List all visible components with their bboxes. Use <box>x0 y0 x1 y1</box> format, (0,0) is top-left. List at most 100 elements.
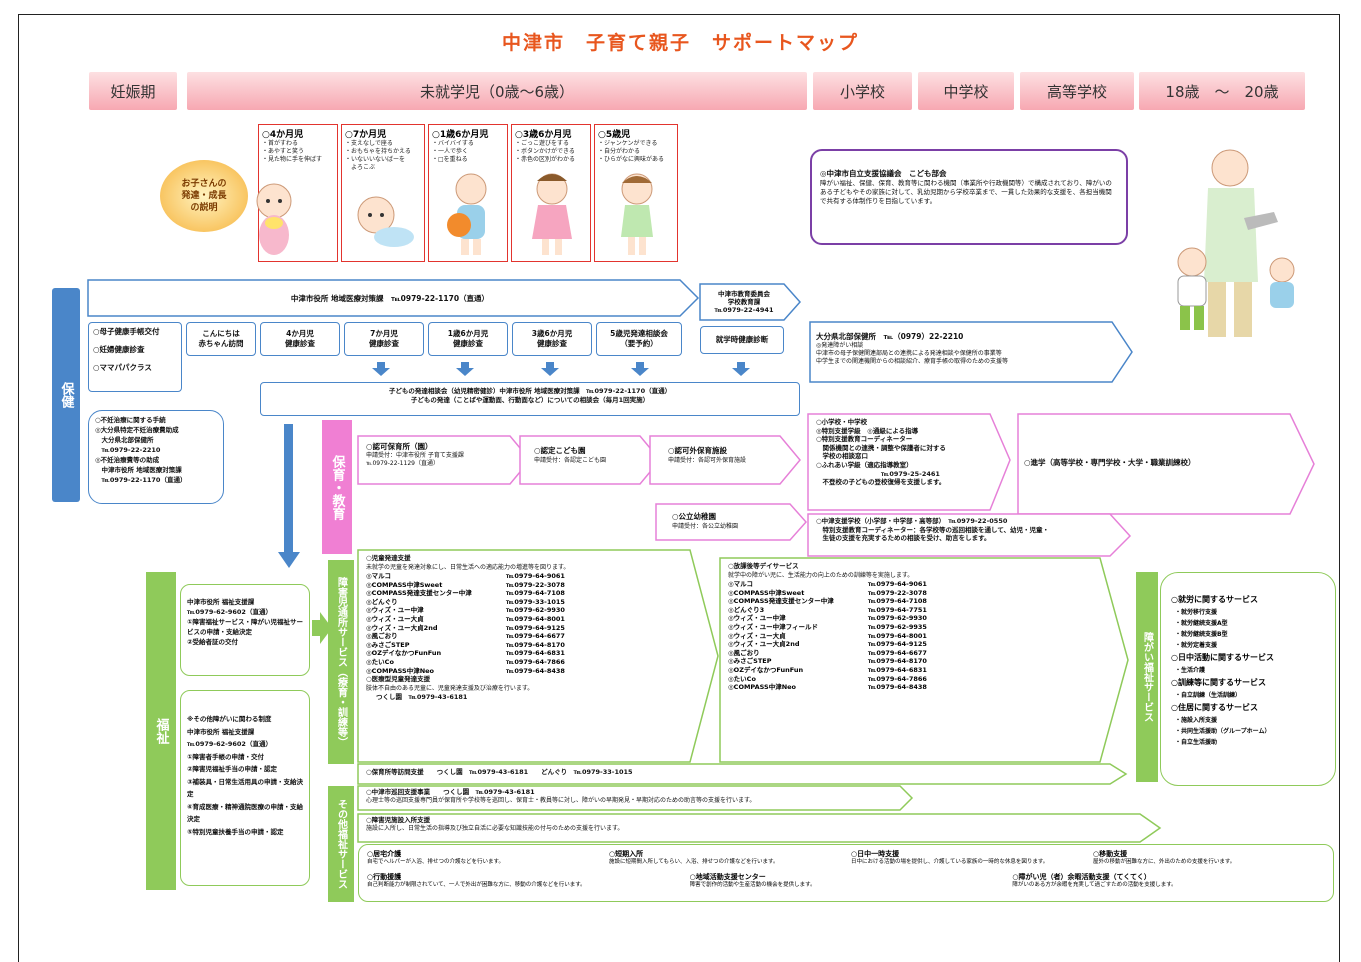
dev-support-phone: ℡0979-22-3078 <box>506 580 565 589</box>
dev-card-head: ○7か月児 <box>345 130 387 140</box>
dev-card-desc: ・支えなしで座る ・おもちゃを持ちかえる ・いないいないばーを よろこぶ <box>345 140 411 171</box>
admission-desc: 施設に入所し、日常生活の指導及び独立自活に必要な知識技能の付与のための支援を行い… <box>366 825 624 832</box>
kodomo-sub: 申請受付：各認定こども園 <box>534 457 607 464</box>
development-bubble: お子さんの 発達・成長 の説明 <box>160 160 248 232</box>
service-title: ○短期入所 <box>609 850 644 858</box>
service-title: ○移動支援 <box>1093 850 1128 858</box>
check-3y6m: 3歳6か月児 健康診査 <box>512 322 592 356</box>
dev-support-row: ◎COMPASS発達支援センター中津 ℡0979-64-7108 <box>366 589 696 598</box>
kindergarten-sub: 申請受付：各公立幼稚園 <box>672 523 739 530</box>
consult-box: 子どもの発達相談会（幼児精密健診）中津市役所 地域医療対策課 ℡0979-22-… <box>260 382 800 416</box>
dev-support-phone: ℡0979-64-8170 <box>506 640 565 649</box>
dev-support-name: ◎COMPASS中津Sweet <box>366 580 443 589</box>
medical-desc: 肢体不自由のある児童に、児童発達支援及び治療を行います。 <box>366 685 534 693</box>
child-illustration-icon <box>621 173 653 255</box>
service-item: ○短期入所施設に短期間入所してもらい、入浴、排せつの介護などを行います。 <box>609 849 841 866</box>
stage-label: 未就学児（0歳〜6歳） <box>419 82 575 101</box>
after-school-name: ◎マルコ <box>728 580 754 588</box>
after-school-name: ◎COMPASS中津Sweet <box>728 588 805 597</box>
after-school-phone: ℡0979-64-8438 <box>868 683 927 692</box>
service-item: ○地域活動支援センター障害で創作的活動や生産活動の機会を提供します。 <box>690 872 1003 889</box>
higher-education-text: ○進学（高等学校・専門学校・大学・職業訓練校） <box>1024 458 1196 467</box>
adult-welfare-item: ・共同生活援助（グループホーム） <box>1175 728 1271 735</box>
dev-support-name: ◎ウィズ・ユー大貞 <box>366 614 424 623</box>
dev-support-name: ◎COMPASS中津Neo <box>366 666 435 675</box>
service-title: ○地域活動支援センター <box>689 873 766 881</box>
dev-support-name: ◎ウィズ・ユー大貞2nd <box>366 623 438 632</box>
adult-welfare-item: ・自立訓練（生活訓練） <box>1175 692 1242 699</box>
dev-support-name: ◎COMPASS発達支援センター中津 <box>366 589 472 598</box>
dev-card-head: ○1歳6か月児 <box>432 130 489 140</box>
stage-label: 中学校 <box>943 82 989 101</box>
stage-label: 小学校 <box>839 82 885 101</box>
admission-block: ○障害児施設入所支援 施設に入所し、日常生活の指導及び独立自活に必要な知識技能の… <box>366 816 1126 833</box>
dev-support-phone: ℡0979-33-1015 <box>506 597 565 606</box>
north-office-desc: ◎発達障がい相談 中津市の母子保健関連部局との連携による発達相談や保健所の事業等… <box>816 342 1009 365</box>
after-school-phone: ℡0979-64-9061 <box>868 580 927 588</box>
other-services-box: ○居宅介護自宅でヘルパーが入浴、排せつの介護などを行います。○短期入所施設に短期… <box>358 844 1334 902</box>
kindergarten-item: ○公立幼稚園 申請受付：各公立幼稚園 <box>672 512 788 531</box>
dev-support-phone: ℡0979-64-8438 <box>506 666 565 675</box>
service-desc: 施設に短期間入所してもらい、入浴、排せつの介護などを行います。 <box>609 859 779 865</box>
dev-card-desc: ・ジャンケンができる ・自分がわかる ・ひらがなに興味がある <box>598 140 665 163</box>
dev-support-name: ◎みさごSTEP <box>366 640 410 649</box>
unlicensed-sub: 申請受付：各認可外保育施設 <box>668 457 747 464</box>
service-item: ○行動援護自己判断能力が制限されていて、一人で外出が困難な方に、移動の介護などを… <box>367 872 680 889</box>
dev-support-phone: ℡0979-64-7108 <box>506 589 565 598</box>
after-school-name: ◎ウィズ・ユー大貞 <box>728 631 786 640</box>
after-school-phone: ℡0979-62-9930 <box>868 614 927 623</box>
dev-support-phone: ℡0979-64-8001 <box>506 614 565 623</box>
after-school-row: ◎COMPASS中津Sweet ℡0979-22-3078 <box>728 589 1078 598</box>
after-school-name: ◎たいCo <box>728 674 756 683</box>
service-title: ○日中一時支援 <box>851 850 900 858</box>
service-side-label: 障害児通所サービス（療育・訓練等） <box>328 560 354 764</box>
dev-card-1y6m: ○1歳6か月児 ・バイバイする ・一人で歩く ・□を重ねる <box>428 124 508 262</box>
dev-support-row: ◎ウィズ・ユー大貞2nd ℡0979-64-9125 <box>366 624 696 633</box>
after-school-phone: ℡0979-64-7866 <box>868 674 927 683</box>
after-school-phone: ℡0979-22-3078 <box>868 588 927 597</box>
nursery-visit-text: ○保育所等訪問支援 つくし園 ℡0979-43-6181 どんぐり ℡0979-… <box>366 768 633 776</box>
service-desc: 障害で創作的活動や生産活動の機会を提供します。 <box>689 882 816 888</box>
other-welfare-side-label: その他福祉サービス <box>328 786 354 902</box>
page-title: 中津市 子育て親子 サポートマップ <box>501 32 859 54</box>
after-school-row: ◎どんぐり3 ℡0979-64-7751 <box>728 606 1078 615</box>
dev-support-phone: ℡0979-64-9125 <box>506 623 565 632</box>
toddler-illustration-icon <box>447 173 487 255</box>
health-side-label: 保健 <box>52 288 80 502</box>
dev-card-desc: ・ごっこ遊びをする ・ボタンかけができる ・赤色の区別がわかる <box>515 140 576 163</box>
dev-support-row: ◎みさごSTEP ℡0979-64-8170 <box>366 641 696 650</box>
after-school-name: ◎ウィズ・ユー中津フィールド <box>728 622 819 631</box>
after-school-name: ◎どんぐり3 <box>728 605 765 614</box>
adult-welfare-item: ○住居に関するサービス <box>1171 703 1258 712</box>
dev-card-7m: ○7か月児 ・支えなしで座る ・おもちゃを持ちかえる ・いないいないばーを よろ… <box>341 124 425 262</box>
dev-card-desc: ・バイバイする ・一人で歩く ・□を重ねる <box>432 140 474 163</box>
nursery-sub: 申請受付：中津市役所 子育て支援課 ℡0979-22-1129（直通） <box>366 452 464 467</box>
after-school-name: ◎ウィズ・ユー大貞2nd <box>728 640 800 649</box>
stage-18-20: 18歳 〜 20歳 <box>1139 72 1305 110</box>
after-school-phone: ℡0979-64-6677 <box>868 648 927 657</box>
check-5y: 5歳児発達相談会 （要予約） <box>596 322 682 356</box>
dev-support-row: ◎COMPASS中津Sweet ℡0979-22-3078 <box>366 581 696 590</box>
dev-support-desc: 未就学の児童を発達対象にし、日常生活への適応能力の増進等を図ります。 <box>366 564 570 571</box>
medical-title: ○医療型児童発達支援 <box>366 675 431 684</box>
after-school-phone: ℡0979-64-7751 <box>868 605 927 614</box>
health-main-text: 中津市役所 地域医療対策課 ℡0979-22-1170（直通） <box>290 294 490 303</box>
health-item: ○母子健康手帳交付 <box>93 327 160 336</box>
admission-title: ○障害児施設入所支援 <box>366 816 431 824</box>
baby-illustration-icon <box>357 196 414 247</box>
dev-card-3y6m: ○3歳6か月児 ・ごっこ遊びをする ・ボタンかけができる ・赤色の区別がわかる <box>511 124 591 262</box>
baby-illustration-icon <box>256 183 292 255</box>
consult-support-desc: 心理士等の巡回支援専門員が保育所や学校等を巡回し、保育士・教員等に対し、障がいの… <box>366 797 756 804</box>
kodomo-title: ○認定こども園 <box>534 446 586 455</box>
child-illustration-icon <box>532 173 572 255</box>
service-desc: 自己判断能力が制限されていて、一人で外出が困難な方に、移動の介護などを行います。 <box>367 882 586 888</box>
